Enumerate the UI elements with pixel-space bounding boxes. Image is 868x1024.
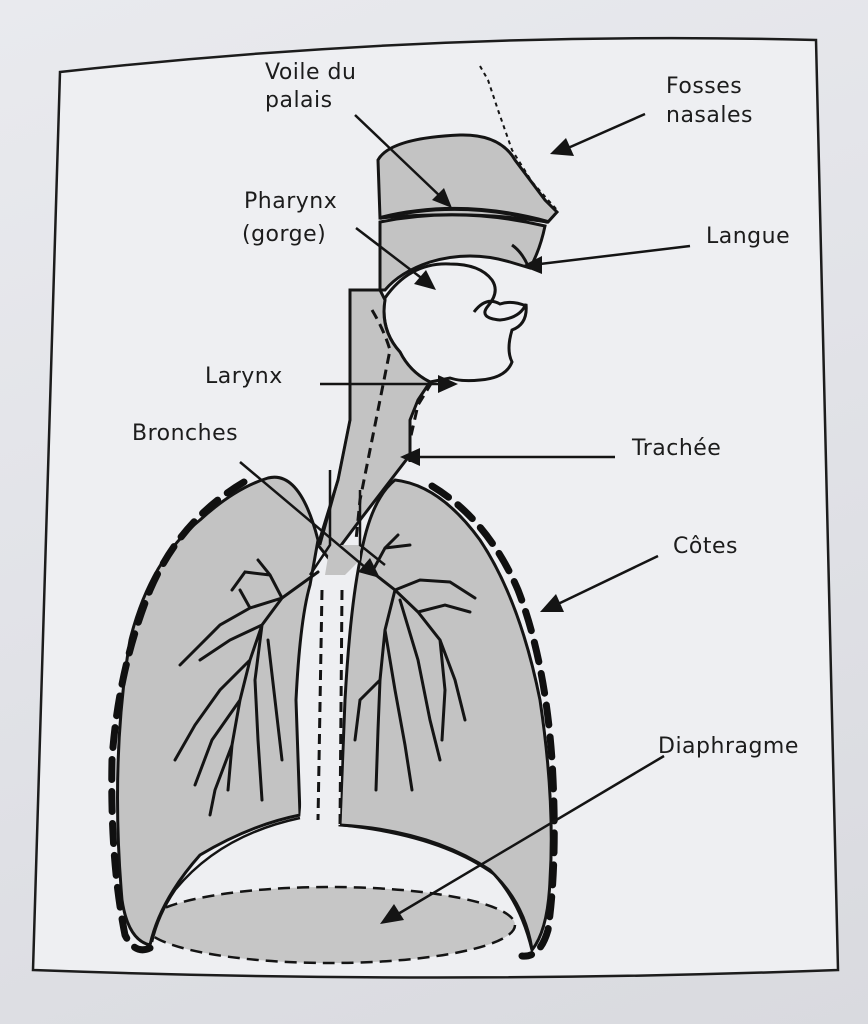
label-fosses-line2: nasales [666,103,753,128]
label-fosses-line1: Fosses [666,74,742,99]
lung-base-left [150,816,301,943]
leader-langue [539,244,691,266]
head-group [316,65,560,563]
arrowhead-langue [522,256,542,274]
trachea-front [408,381,434,462]
mediastinum-right-edge [338,589,344,826]
label-larynx: Larynx [205,364,283,389]
larynx-contour [354,309,392,541]
label-bronches: Bronches [132,421,238,446]
ribs-left [108,478,248,954]
arrowhead-voile [432,188,452,208]
arrowhead-larynx [438,375,458,393]
leader-fosses [567,112,646,150]
leader-diaphragme [397,754,665,916]
label-trachee: Trachée [631,436,721,461]
leader-voile [354,114,443,199]
bronchi-left [173,558,320,817]
soft-palate [379,206,549,224]
leader-cotes [557,554,659,606]
label-cotes: Côtes [673,534,738,559]
leader-pharynx [355,227,425,281]
trachea-right-wall [358,490,386,566]
arrowhead-cotes [540,594,564,612]
arrowhead-diaphragme [380,904,404,924]
mediastinum [300,582,345,825]
ribs-right [428,482,558,960]
annotation-leaders [239,112,691,924]
arrowhead-pharynx [414,270,436,290]
label-voile-line1: Voile du [265,60,356,85]
arrowhead-fosses [550,138,574,156]
arrowhead-bronches [358,558,380,578]
trachea-left-wall [308,470,332,576]
arrowhead-trachee [400,448,420,466]
lungs-group [108,470,558,965]
label-pharynx-line1: Pharynx [244,189,337,214]
mediastinum-left-edge [316,589,324,821]
label-langue: Langue [706,224,790,249]
label-diaphragme: Diaphragme [658,734,799,759]
trachea [325,545,360,575]
diaphragm [143,885,517,965]
bronchi-right [353,533,477,792]
lips [472,299,527,313]
labels-group: Voile du palais Fosses nasales Pharynx (… [132,60,799,759]
lung-base-right [339,823,534,949]
label-voile-line2: palais [265,88,333,113]
label-pharynx-line2: (gorge) [242,222,326,247]
leader-bronches [239,461,367,569]
